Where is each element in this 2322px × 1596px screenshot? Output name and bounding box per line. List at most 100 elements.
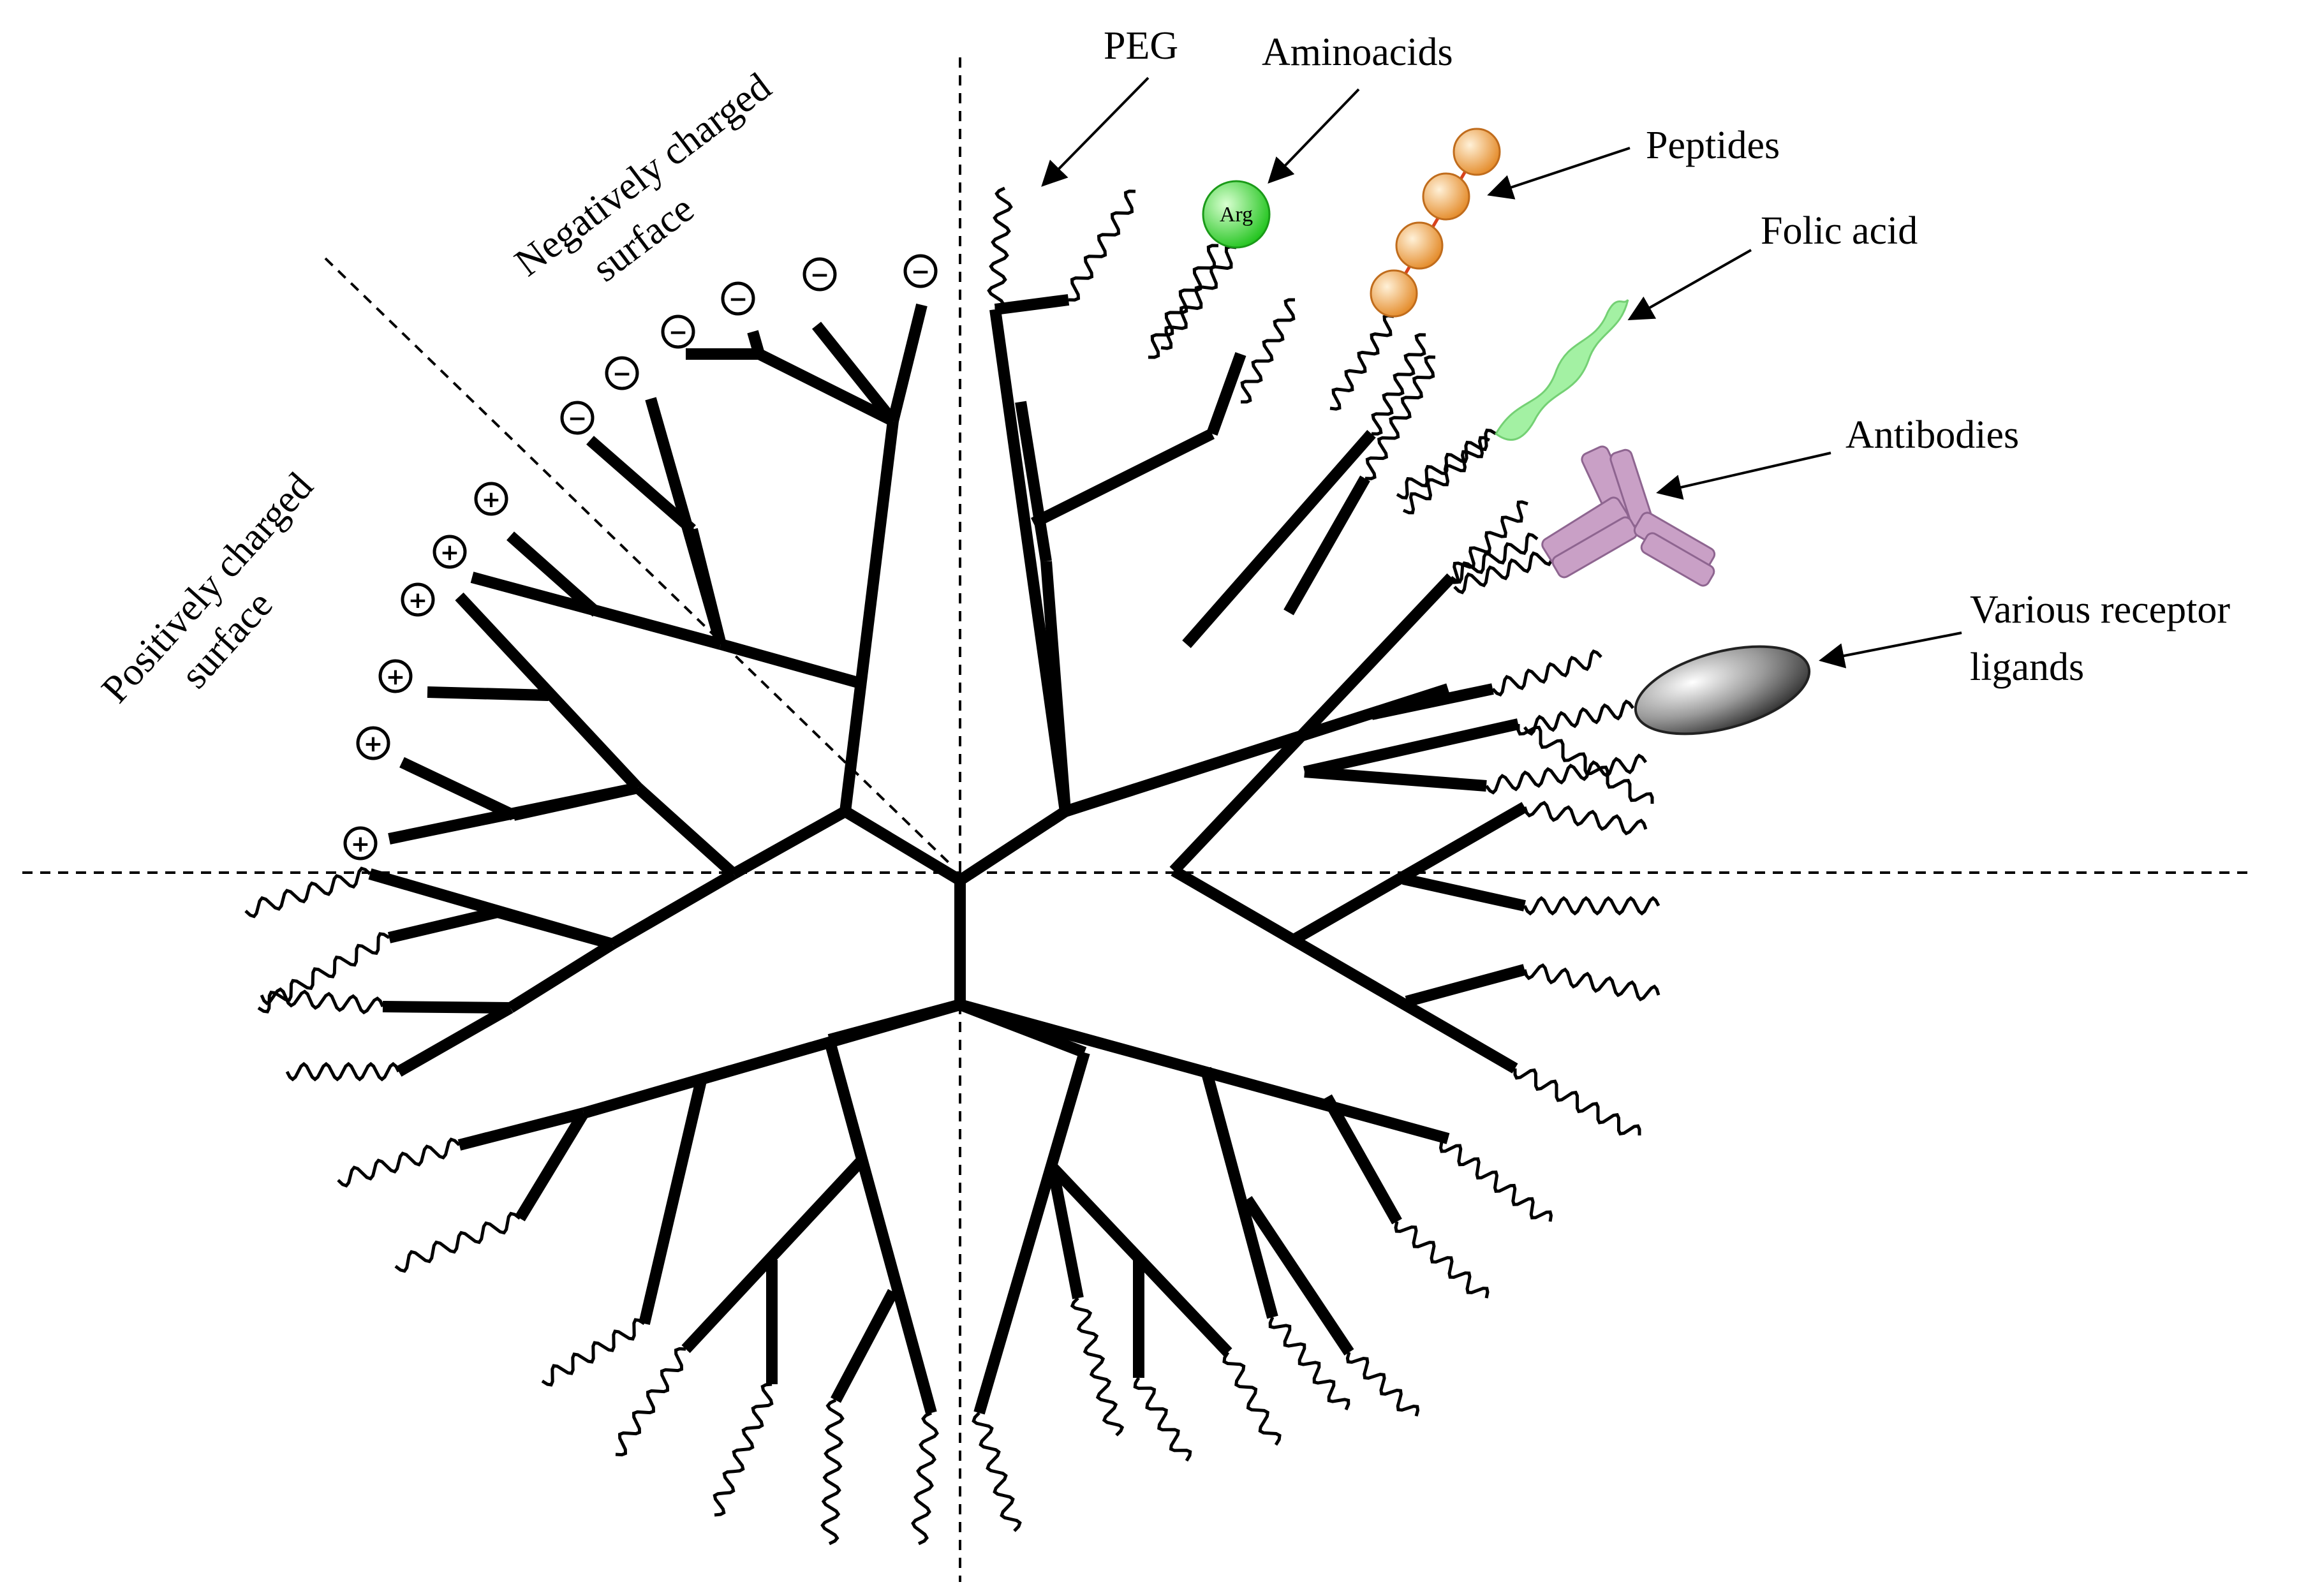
dendrimer-branch <box>512 782 639 821</box>
dendrimer-branch <box>586 436 696 534</box>
arrow-peptides <box>1487 147 1631 200</box>
peg-chain <box>1516 724 1654 804</box>
dendrimer-branch <box>1304 766 1487 792</box>
dendrimer-branch <box>1206 351 1246 436</box>
positive-charge-icon: + <box>401 582 435 617</box>
surface-charges: −−−−−−++++++ <box>343 254 938 861</box>
ligand-linker <box>1396 428 1497 500</box>
svg-text:−: − <box>568 406 587 432</box>
dendrimer-branch <box>1169 573 1456 875</box>
peg-chain <box>1068 189 1136 302</box>
arg-label: Arg <box>1220 203 1253 226</box>
svg-text:−: − <box>669 320 688 346</box>
dendrimer-branch <box>427 686 549 701</box>
svg-text:−: − <box>728 286 748 313</box>
peg-chain <box>1447 500 1528 584</box>
negative-charge-icon: − <box>721 281 755 316</box>
dendrimer-branch <box>387 906 499 943</box>
dendrimer-branch <box>1040 561 1071 812</box>
peg-chains <box>244 186 1660 1546</box>
peg-chain <box>394 1211 521 1273</box>
positive-charge-icon: + <box>356 726 390 760</box>
dendrimer-branch <box>1030 428 1215 529</box>
arrow-receptor-ligands <box>1819 632 1962 669</box>
dendrimer-branch <box>507 531 600 617</box>
ligand-linker <box>1523 699 1634 736</box>
diagram-labels: PEG Aminoacids Peptides Folic acid Antib… <box>93 24 2230 711</box>
svg-text:+: + <box>482 487 501 513</box>
svg-text:+: + <box>351 831 370 857</box>
peg-chain <box>541 1318 646 1387</box>
dendrimer-branch <box>1171 866 1518 1074</box>
dendrimer-branch <box>730 806 848 879</box>
dendrimer-branch <box>831 1289 898 1403</box>
svg-text:+: + <box>408 587 427 614</box>
dendrimer-branch <box>609 869 737 949</box>
peg-chain <box>1148 244 1219 359</box>
svg-text:−: − <box>810 262 829 288</box>
peg-chain <box>1523 896 1660 916</box>
diagonal-guide <box>324 257 952 866</box>
peg-chain <box>1491 649 1602 697</box>
peg-chain <box>713 1382 774 1517</box>
svg-text:−: − <box>911 259 930 285</box>
peg-chain <box>1268 1317 1350 1410</box>
arrow-antibodies <box>1656 452 1831 500</box>
dendrimer-branch <box>827 999 962 1046</box>
dendrimer-branch <box>639 1076 707 1326</box>
negative-charge-icon: − <box>802 257 837 292</box>
positive-charge-icon: + <box>378 659 413 693</box>
dendrimer-branch <box>1322 1094 1402 1225</box>
dendrimer-branch <box>507 939 616 1013</box>
dendrimer-branch <box>1402 873 1526 912</box>
peg-chain <box>820 1398 845 1546</box>
dendrimer-branch <box>824 1038 937 1415</box>
svg-text:+: + <box>440 540 459 566</box>
folic-acid-molecule <box>1495 299 1629 441</box>
peptide-bead <box>1395 221 1444 270</box>
dendrimer-branch <box>1289 802 1528 946</box>
dendrimer-branch <box>1200 1067 1278 1319</box>
dendrimer-branch <box>1015 401 1052 563</box>
receptor-label-line2: ligands <box>1970 646 2084 689</box>
peg-chain <box>1438 1141 1553 1222</box>
antibodies-label: Antibodies <box>1845 413 2019 457</box>
peg-chain <box>1345 1352 1420 1417</box>
dendrimer-branch <box>1182 430 1376 648</box>
dendrimer-branch <box>1283 475 1370 616</box>
dendrimer-branch <box>994 294 1070 315</box>
peg-chain <box>615 1347 686 1457</box>
ligand-linker <box>1453 544 1564 595</box>
peg-chain <box>1240 298 1296 404</box>
peg-chain <box>1222 1351 1282 1446</box>
dendrimer-branch <box>1047 1166 1084 1299</box>
peptide-chain <box>1370 128 1501 318</box>
dendrimer-branch <box>887 303 928 423</box>
dendrimer-branch <box>457 1107 586 1151</box>
dendrimer-branch <box>515 1110 589 1222</box>
peg-chain <box>911 1411 939 1546</box>
dendrimer-branch <box>396 1003 514 1077</box>
peg-chain <box>1364 355 1436 480</box>
folic-acid-label: Folic acid <box>1761 209 1918 253</box>
negative-charge-icon: − <box>605 356 639 390</box>
arrow-aminoacids <box>1268 88 1360 184</box>
peg-chain <box>1484 753 1648 795</box>
dendrimer-branch <box>756 348 896 427</box>
dendrimer-branches <box>368 294 1528 1415</box>
svg-text:+: + <box>386 664 405 690</box>
peptide-bead <box>1453 128 1501 176</box>
dendrimer-branch <box>1370 683 1494 720</box>
dendrimer-branch <box>839 420 899 813</box>
dendrimer-branch <box>719 639 860 688</box>
peptide-bead <box>1422 172 1470 221</box>
peg-chain <box>1523 801 1648 836</box>
dendrimer-branch <box>1242 1196 1354 1356</box>
peg-chain <box>1450 532 1539 584</box>
peg-chain <box>972 1412 1022 1532</box>
arrow-peg <box>1041 77 1150 187</box>
receptor-label-line1: Various receptor <box>1970 588 2230 632</box>
peg-chain <box>1513 1068 1641 1136</box>
